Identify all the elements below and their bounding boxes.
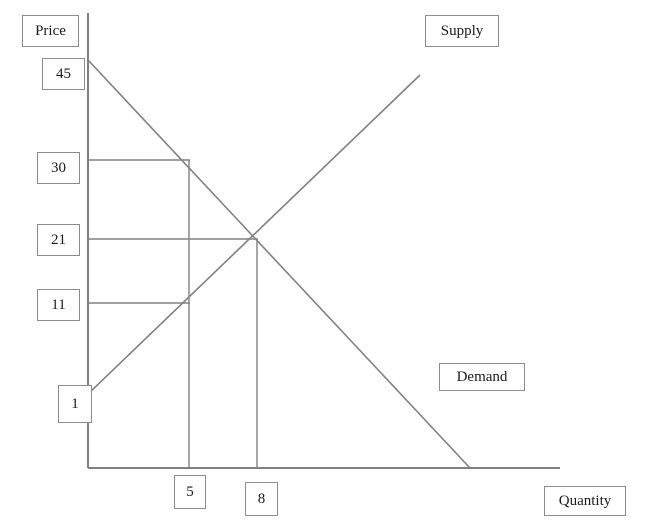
- y-tick-label-30: 30: [37, 152, 80, 184]
- supply-curve: [87, 74, 421, 395]
- x-tick-label-8: 8: [245, 482, 278, 516]
- y-tick-label-45: 45: [42, 58, 85, 90]
- y-tick-label-21: 21: [37, 224, 80, 256]
- quantity-axis-label: Quantity: [544, 486, 626, 516]
- demand-curve-label: Demand: [439, 363, 525, 391]
- demand-curve: [87, 59, 471, 469]
- price-axis-label: Price: [22, 15, 79, 47]
- supply-curve-label: Supply: [425, 15, 499, 47]
- x-tick-label-5: 5: [174, 475, 206, 509]
- y-tick-label-1: 1: [58, 385, 92, 423]
- y-tick-label-11: 11: [37, 289, 80, 321]
